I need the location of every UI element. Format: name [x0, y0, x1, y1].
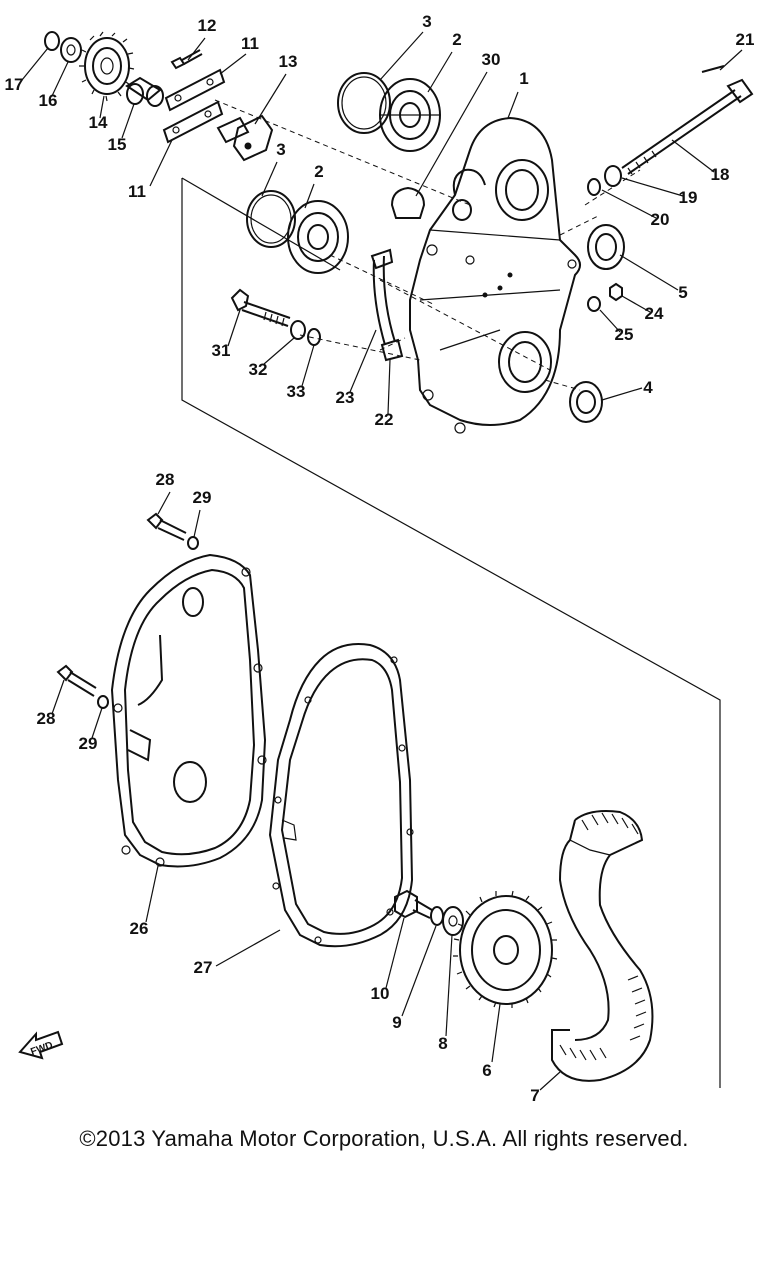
callout-18: 18 — [711, 165, 730, 184]
part-28-bolt-upper — [146, 512, 187, 541]
part-4-oil-seal — [569, 381, 603, 423]
callout-28b: 28 — [37, 709, 56, 728]
copyright-notice: ©2013 Yamaha Motor Corporation, U.S.A. A… — [79, 1126, 689, 1151]
callout-28a: 28 — [156, 470, 175, 489]
callout-31: 31 — [212, 341, 231, 360]
callout-5: 5 — [678, 283, 687, 302]
callout-10: 10 — [371, 984, 390, 1003]
part-29-washer-upper — [187, 536, 199, 550]
part-20-o-ring — [587, 178, 601, 196]
callout-13: 13 — [279, 52, 298, 71]
callout-4: 4 — [643, 378, 653, 397]
part-1-chaincase — [409, 116, 581, 434]
part-8-washer — [442, 906, 464, 936]
leader-lines — [21, 31, 743, 1091]
part-28-bolt-lower — [56, 664, 97, 697]
callout-20: 20 — [651, 210, 670, 229]
callout-6: 6 — [482, 1061, 491, 1080]
callout-3b: 3 — [276, 140, 285, 159]
part-12-bolt — [170, 49, 203, 70]
part-11-plate-upper — [164, 68, 226, 112]
callout-11b: 11 — [128, 182, 146, 201]
callout-2a: 2 — [452, 30, 461, 49]
part-32-washer — [290, 320, 306, 340]
callout-labels: 1716141512111311323013221181920524254313… — [5, 12, 755, 1105]
part-19-washer — [604, 165, 622, 187]
part-3-circlip-upper — [337, 72, 391, 134]
callout-25: 25 — [615, 325, 634, 344]
part-9-washer — [430, 906, 444, 926]
callout-29b: 29 — [79, 734, 98, 753]
callout-19: 19 — [679, 188, 698, 207]
part-2-bearing-upper — [379, 78, 441, 152]
part-23-pipe — [370, 248, 396, 346]
fwd-arrow-icon: FWD — [18, 1030, 64, 1060]
callout-16: 16 — [39, 91, 58, 110]
callout-8: 8 — [438, 1034, 447, 1053]
callout-2b: 2 — [314, 162, 323, 181]
part-22-fitting — [380, 338, 404, 362]
part-13-tensioner — [216, 114, 274, 162]
part-24-bolt — [609, 282, 623, 302]
callout-17: 17 — [5, 75, 24, 94]
callout-30: 30 — [482, 50, 501, 69]
part-11-plate-lower — [162, 100, 224, 144]
callout-22: 22 — [375, 410, 394, 429]
callout-3a: 3 — [422, 12, 431, 31]
part-6-sprocket — [453, 890, 558, 1008]
part-27-gasket — [268, 643, 414, 948]
part-17-circlip — [44, 31, 60, 51]
part-7-chain — [551, 810, 654, 1082]
callout-1: 1 — [519, 69, 528, 88]
part-16-washer — [60, 37, 82, 63]
callout-9: 9 — [392, 1013, 401, 1032]
callout-32: 32 — [249, 360, 268, 379]
callout-7: 7 — [530, 1086, 539, 1105]
parts-diagram: FWD — [5, 12, 755, 1105]
part-30-cap — [390, 186, 426, 219]
part-5-oil-seal — [587, 224, 625, 270]
callout-21: 21 — [736, 30, 755, 49]
part-18-long-bolt — [621, 78, 754, 175]
callout-29a: 29 — [193, 488, 212, 507]
callout-14: 14 — [89, 113, 108, 132]
part-31-bolt — [230, 288, 291, 327]
part-2-bearing-lower — [287, 200, 349, 274]
callout-15: 15 — [108, 135, 127, 154]
callout-11a: 11 — [241, 34, 259, 53]
part-10-bolt — [394, 889, 433, 919]
part-26-cover — [110, 553, 267, 868]
callout-23: 23 — [336, 388, 355, 407]
callout-26: 26 — [130, 919, 149, 938]
callout-27: 27 — [194, 958, 213, 977]
callout-33: 33 — [287, 382, 306, 401]
part-14-sprocket — [79, 31, 135, 102]
part-25-washer — [587, 296, 601, 312]
part-29-washer-lower — [97, 695, 109, 709]
callout-12: 12 — [198, 16, 217, 35]
part-15-bushing — [125, 76, 164, 107]
part-21-cotter-pin — [701, 65, 725, 73]
callout-24: 24 — [645, 304, 664, 323]
